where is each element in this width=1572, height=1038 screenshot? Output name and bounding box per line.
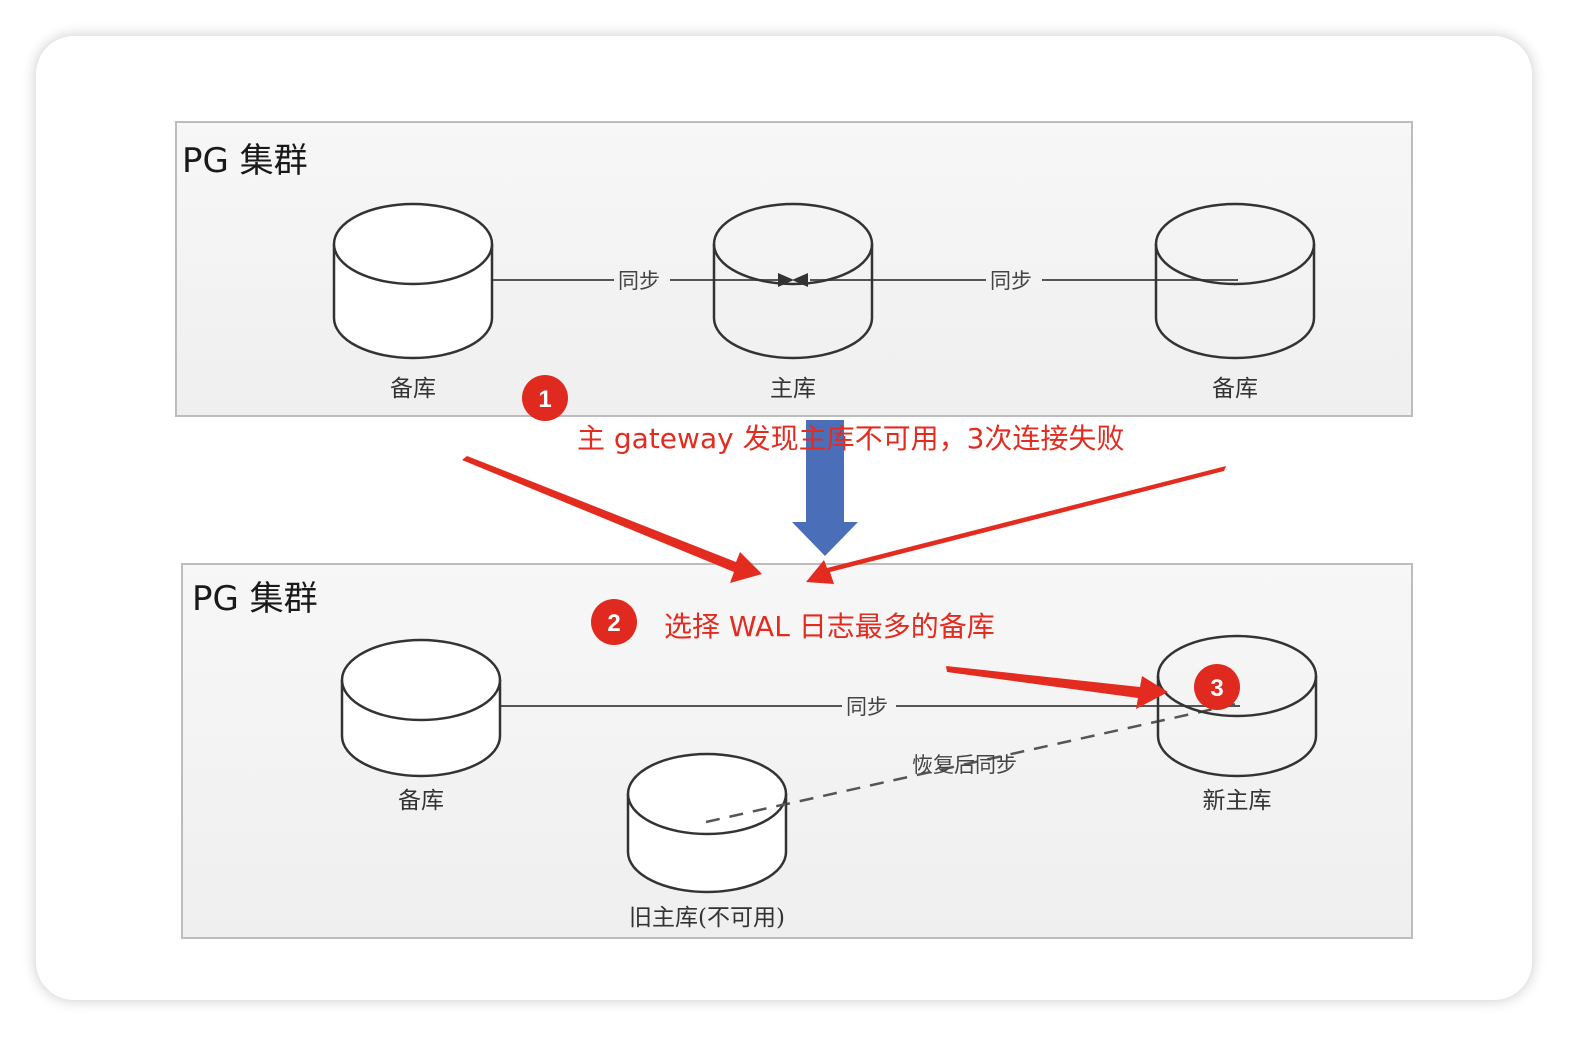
red-arrow-right-icon (806, 466, 1226, 584)
top-left-db-cylinder-icon (332, 202, 494, 360)
top-sync-label-left: 同步 (618, 269, 660, 293)
bottom-cluster-panel: PG 集群 同步 恢复后同步 备库 新主库 (181, 563, 1413, 939)
top-cluster-title: PG 集群 (182, 141, 308, 181)
step-1-number: 1 (538, 386, 551, 413)
red-arrow-to-new-primary-icon (946, 666, 1168, 709)
top-sync-label-right: 同步 (990, 269, 1032, 293)
bottom-cluster-title: PG 集群 (192, 579, 318, 619)
recover-sync-dashed-line (705, 702, 1237, 824)
step-2-number: 2 (607, 610, 620, 637)
step-2-badge: 2 (591, 599, 637, 645)
recover-sync-label: 恢复后同步 (912, 753, 1017, 777)
top-cluster-panel: PG 集群 同步 同步 备库 主库 (175, 121, 1413, 417)
step-1-badge: 1 (522, 375, 568, 421)
failover-diagram: PG 集群 同步 同步 备库 主库 (175, 121, 1413, 939)
bottom-left-db-label: 备库 (398, 788, 444, 814)
red-arrow-left-icon (462, 456, 762, 583)
step-2-text: 选择 WAL 日志最多的备库 (664, 610, 995, 643)
top-center-db-cylinder-icon (712, 202, 874, 360)
top-center-db-label: 主库 (770, 376, 816, 402)
step-3-number: 3 (1210, 675, 1223, 702)
step-3-badge: 3 (1194, 664, 1240, 710)
bottom-sync-label: 同步 (846, 695, 888, 719)
step-1-text: 主 gateway 发现主库不可用，3次连接失败 (577, 422, 1124, 455)
top-right-db-cylinder-icon (1154, 202, 1316, 360)
top-left-db-label: 备库 (390, 376, 436, 402)
screenshot-frame: PG 集群 同步 同步 备库 主库 (36, 36, 1532, 1000)
new-primary-db-label: 新主库 (1203, 788, 1272, 814)
bottom-left-db-cylinder-icon (340, 638, 502, 778)
new-primary-db-cylinder-icon (1156, 634, 1318, 778)
top-right-db-label: 备库 (1212, 376, 1258, 402)
failover-flow-arrow-icon (792, 420, 858, 556)
old-primary-db-cylinder-icon (626, 752, 788, 894)
old-primary-db-label: 旧主库(不可用) (629, 905, 785, 931)
